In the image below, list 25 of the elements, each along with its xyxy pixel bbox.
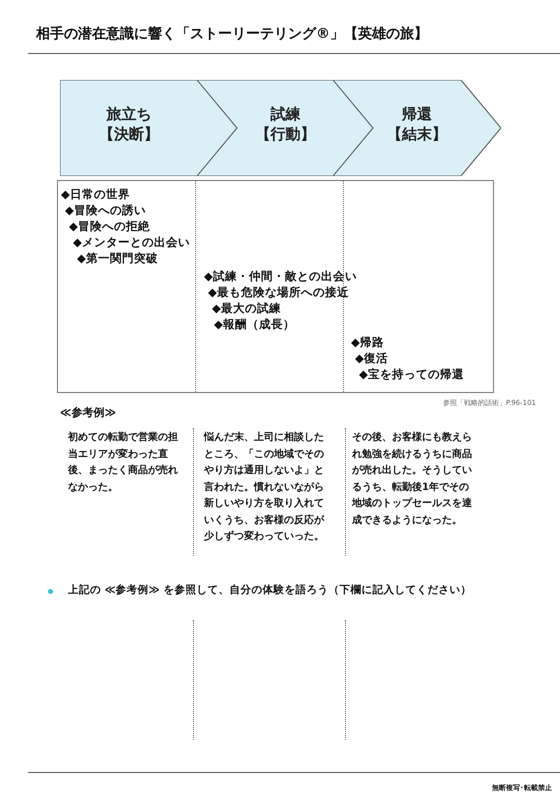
stage-item: ◆最大の試練 (212, 301, 281, 316)
stage-label: 帰還 (402, 104, 432, 124)
stage-item: ◆冒険への誘い (65, 203, 146, 218)
stage-label: 【行動】 (256, 124, 316, 144)
stage-label: 【結末】 (387, 124, 447, 144)
stage-item: ◆第一関門突破 (77, 251, 158, 266)
stage-item: ◆復活 (355, 351, 388, 366)
stage-label: 試練 (270, 104, 300, 124)
stage-item: ◆帰路 (351, 335, 384, 350)
instruction-text: 上記の ≪参考例≫ を参照して、自分の体験を語ろう（下欄に記入してください） (68, 583, 472, 598)
stages-table (57, 180, 494, 393)
stage-item: ◆宝を持っての帰還 (359, 367, 464, 382)
example-paragraph: 悩んだ末、上司に相談したところ、「この地域でそのやり方は通用しないよ」と言われた。慣れないながら新しいやり方を取り入れていくうち、お客様の反応が少しずつ変わっていった。 (204, 430, 326, 544)
example-paragraph: 初めての転勤で営業の担当エリアが変わった直後、まったく商品が売れなかった。 (68, 430, 179, 494)
stage-label: 旅立ち (106, 104, 152, 124)
stage-item: ◆冒険への拒絶 (69, 219, 150, 234)
stage-item: ◆日常の世界 (61, 187, 130, 202)
page-title: 相手の潜在意識に響く「ストーリーテリング®」【英雄の旅】 (36, 25, 428, 44)
stage-item: ◆最も危険な場所への接近 (208, 285, 349, 300)
stage-item: ◆メンターとの出会い (73, 235, 190, 250)
section-heading: ≪参考例≫ (60, 405, 116, 421)
stage-label: 【決断】 (99, 124, 159, 144)
example-paragraph: その後、お客様にも教えられ勉強を続けるうちに商品が売れ出した。そうしているうち、転勤後1年でその地域のトップセールスを達成できるようになった。 (352, 430, 473, 528)
stage-item: ◆報酬（成長） (214, 317, 295, 332)
stage-item: ◆試練・仲間・敵との出会い (204, 269, 357, 284)
